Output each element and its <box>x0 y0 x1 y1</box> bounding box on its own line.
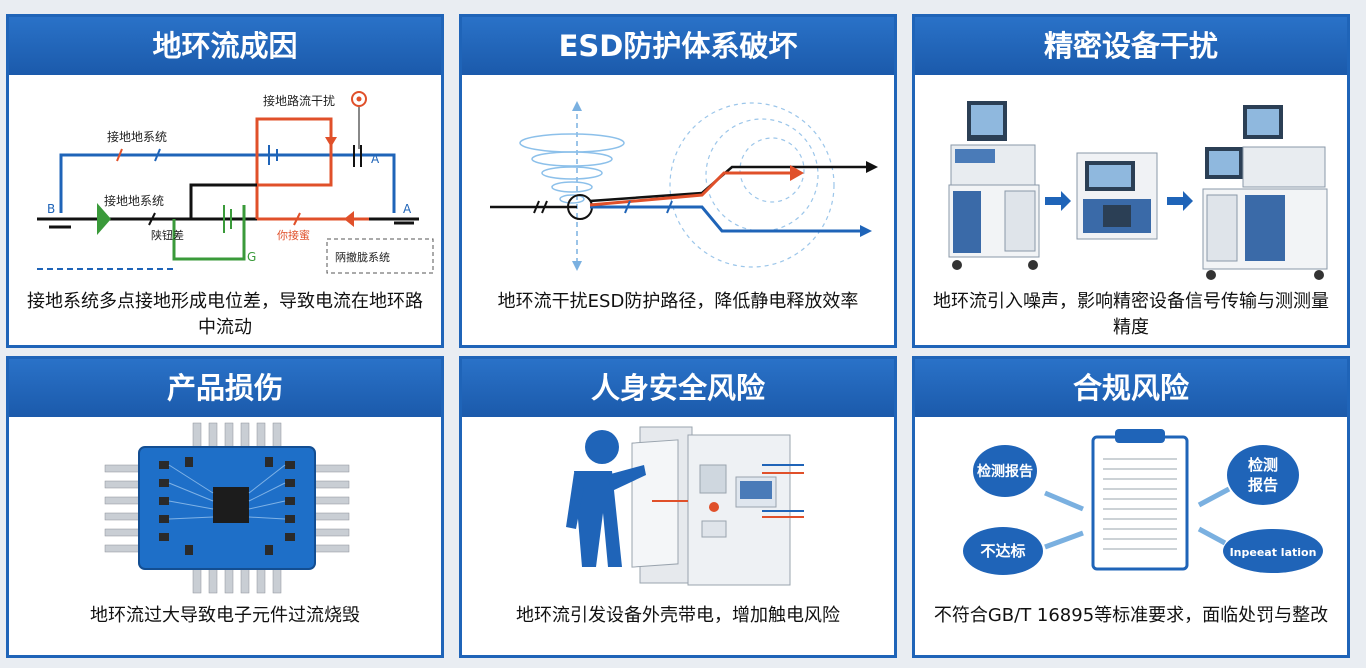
panel-title: 精密设备干扰 <box>915 17 1347 75</box>
panel-precision-equipment: 精密设备干扰 <box>912 14 1350 348</box>
safety-illustration <box>566 426 804 586</box>
esd-diagram <box>490 101 878 271</box>
panel-caption: 地环流过大导致电子元件过流烧毁 <box>90 605 360 626</box>
label-tag1: 陕钮差 <box>151 228 184 242</box>
compliance-illustration: 检测报告 不达标 检测 报告 Inpeeat lation <box>963 429 1323 575</box>
panel-ground-loop-cause: 地环流成因 <box>6 14 444 348</box>
pcb-illustration <box>104 422 350 594</box>
label-a2: A <box>403 202 412 216</box>
panel-caption: 接地系统多点接地形成电位差，导致电流在地环路中流动 <box>27 291 423 338</box>
panel-caption: 地环流引入噪声，影响精密设备信号传输与测测量精度 <box>933 291 1329 338</box>
label-tag2: 你接蜜 <box>277 228 310 242</box>
panel-product-damage: 产品损伤 地环流过大导致电子元件过流烧毁 <box>6 356 444 658</box>
panel-title: 地环流成因 <box>9 17 441 75</box>
bubble-report-2b: 报告 <box>1248 476 1278 494</box>
panel-caption: 不符合GB/T 16895等标准要求，面临处罚与整改 <box>933 605 1329 626</box>
bubble-report-1: 检测报告 <box>977 463 1033 480</box>
bubble-noncompliant: 不达标 <box>980 542 1025 560</box>
bubble-inspection: Inpeeat lation <box>1230 546 1317 559</box>
label-b: B <box>47 202 55 216</box>
panel-title: 产品损伤 <box>9 359 441 417</box>
panel-title: 合规风险 <box>915 359 1347 417</box>
label-system1: 接地地系统 <box>107 129 167 144</box>
panel-title: ESD防护体系破坏 <box>462 17 894 75</box>
legend-label: 陃撤胧系统 <box>335 250 390 264</box>
ground-loop-diagram: 接地路流干扰 接地地系统 接地地系统 A A B G 陕钮差 你接蜜 陃撤胧系统 <box>37 91 434 274</box>
panel-personal-safety: 人身安全风险 地环流引发设备外壳带电，增加触电风险 <box>459 356 897 658</box>
label-g: G <box>247 250 256 264</box>
panel-caption: 地环流干扰ESD防护路径，降低静电释放效率 <box>497 291 859 312</box>
panel-esd-protection: ESD防护体系破坏 地环流干扰ESD防护路径 <box>459 14 897 348</box>
equipment-illustration <box>948 101 1328 280</box>
panel-title: 人身安全风险 <box>462 359 894 417</box>
panel-caption: 地环流引发设备外壳带电，增加触电风险 <box>516 605 840 626</box>
label-a1: A <box>371 152 380 166</box>
bubble-report-2a: 检测 <box>1248 456 1278 474</box>
panel-compliance-risk: 合规风险 检测报告 不达标 检测 报告 I <box>912 356 1350 658</box>
label-system2: 接地地系统 <box>104 193 164 208</box>
label-interference: 接地路流干扰 <box>263 93 335 108</box>
